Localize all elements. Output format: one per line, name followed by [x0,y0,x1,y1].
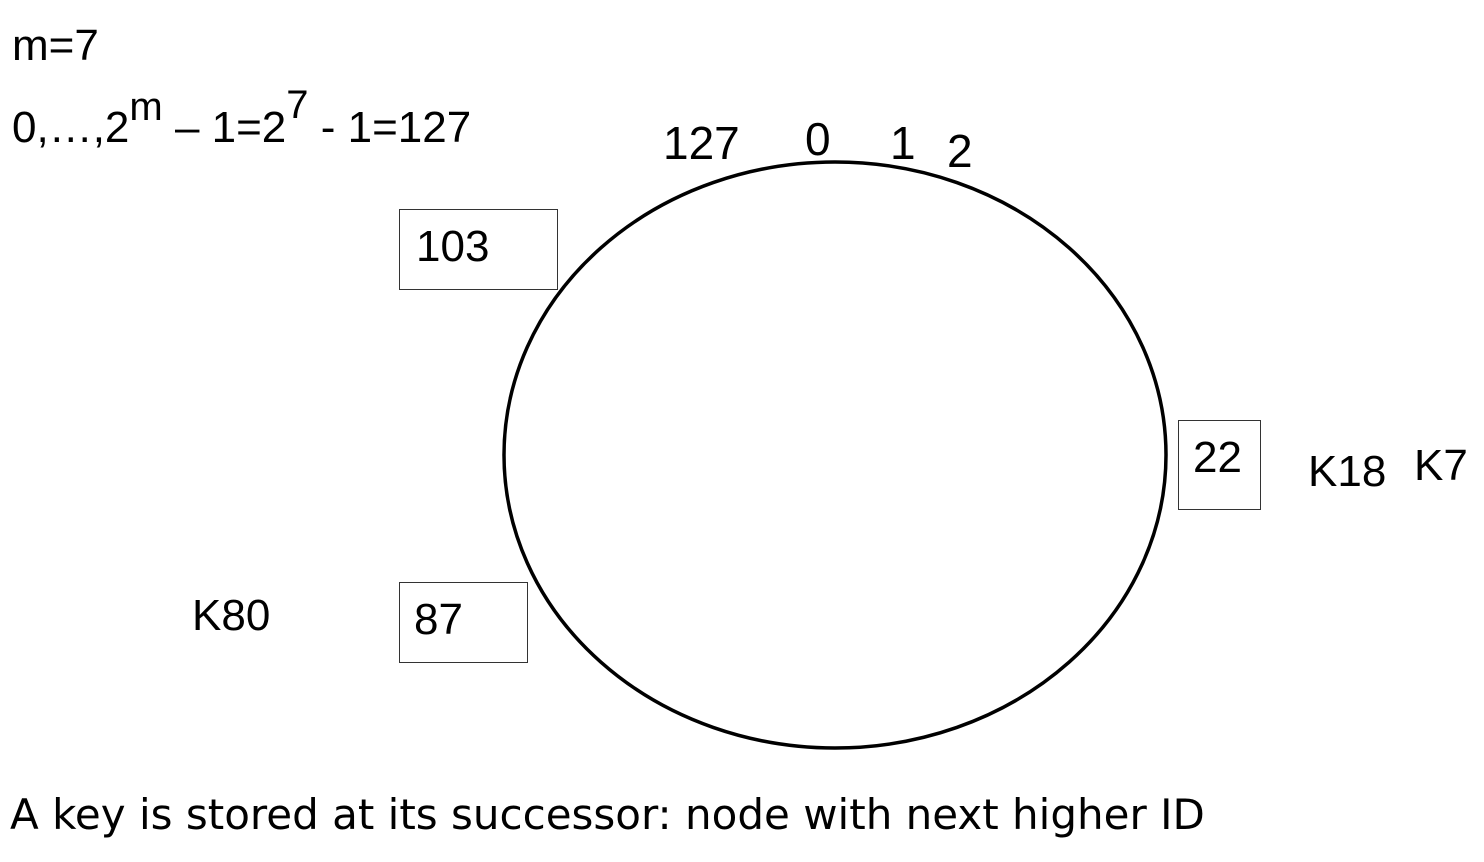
node-id-label: 22 [1193,433,1242,482]
node-id-label: 87 [414,595,463,644]
range-prefix: 0,…,2 [12,103,130,152]
ring-id-label-0: 0 [805,113,831,165]
key-k18: K18 [1308,447,1387,496]
key-k7: K7 [1414,441,1468,490]
range-middle: – 1=2 [162,103,287,152]
ring-id-label-2: 2 [947,125,973,177]
node-103: 103 [399,209,558,290]
node-87: 87 [399,582,528,663]
ring-id-label-127: 127 [663,117,740,169]
identifier-ring [502,160,1168,750]
successor-rule-caption: A key is stored at its successor: node w… [10,790,1205,839]
m-value-label: m=7 [12,21,99,70]
node-id-label: 103 [416,222,490,271]
id-range-formula: 0,…,2m – 1=27 - 1=127 [12,85,472,152]
range-exponent-m: m [129,85,163,129]
node-22: 22 [1178,420,1261,510]
ring-id-label-1: 1 [890,117,916,169]
key-k80: K80 [192,591,271,640]
range-exponent-7: 7 [286,83,309,127]
range-suffix: - 1=127 [308,103,472,152]
